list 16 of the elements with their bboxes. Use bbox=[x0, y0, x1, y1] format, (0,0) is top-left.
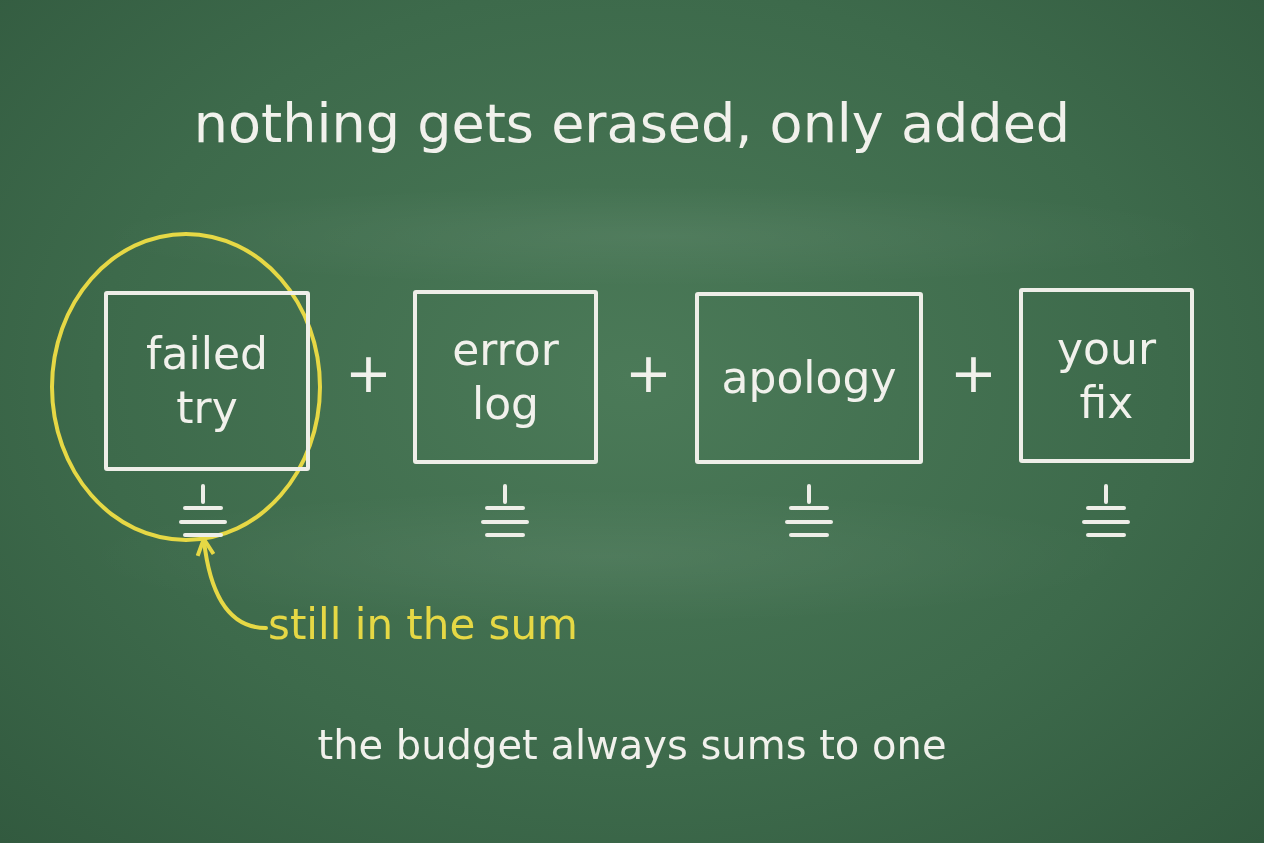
term-box bbox=[413, 290, 598, 464]
arrow bbox=[196, 537, 268, 630]
term-text: failed try bbox=[145, 327, 269, 435]
term-text: error log bbox=[451, 323, 560, 431]
term-box bbox=[1019, 288, 1194, 463]
term-box bbox=[695, 292, 923, 464]
title: nothing gets erased, only added bbox=[192, 92, 1072, 155]
plus-sign: + bbox=[345, 340, 392, 405]
term-box bbox=[104, 291, 310, 471]
caption: the budget always sums to one bbox=[316, 722, 948, 768]
annotation-text: still in the sum bbox=[268, 600, 579, 649]
term-text: your fix bbox=[1056, 321, 1157, 430]
highlight-circle bbox=[50, 232, 322, 542]
plus-sign: + bbox=[625, 340, 672, 405]
term-text: apology bbox=[721, 351, 897, 405]
plus-sign: + bbox=[950, 340, 997, 405]
